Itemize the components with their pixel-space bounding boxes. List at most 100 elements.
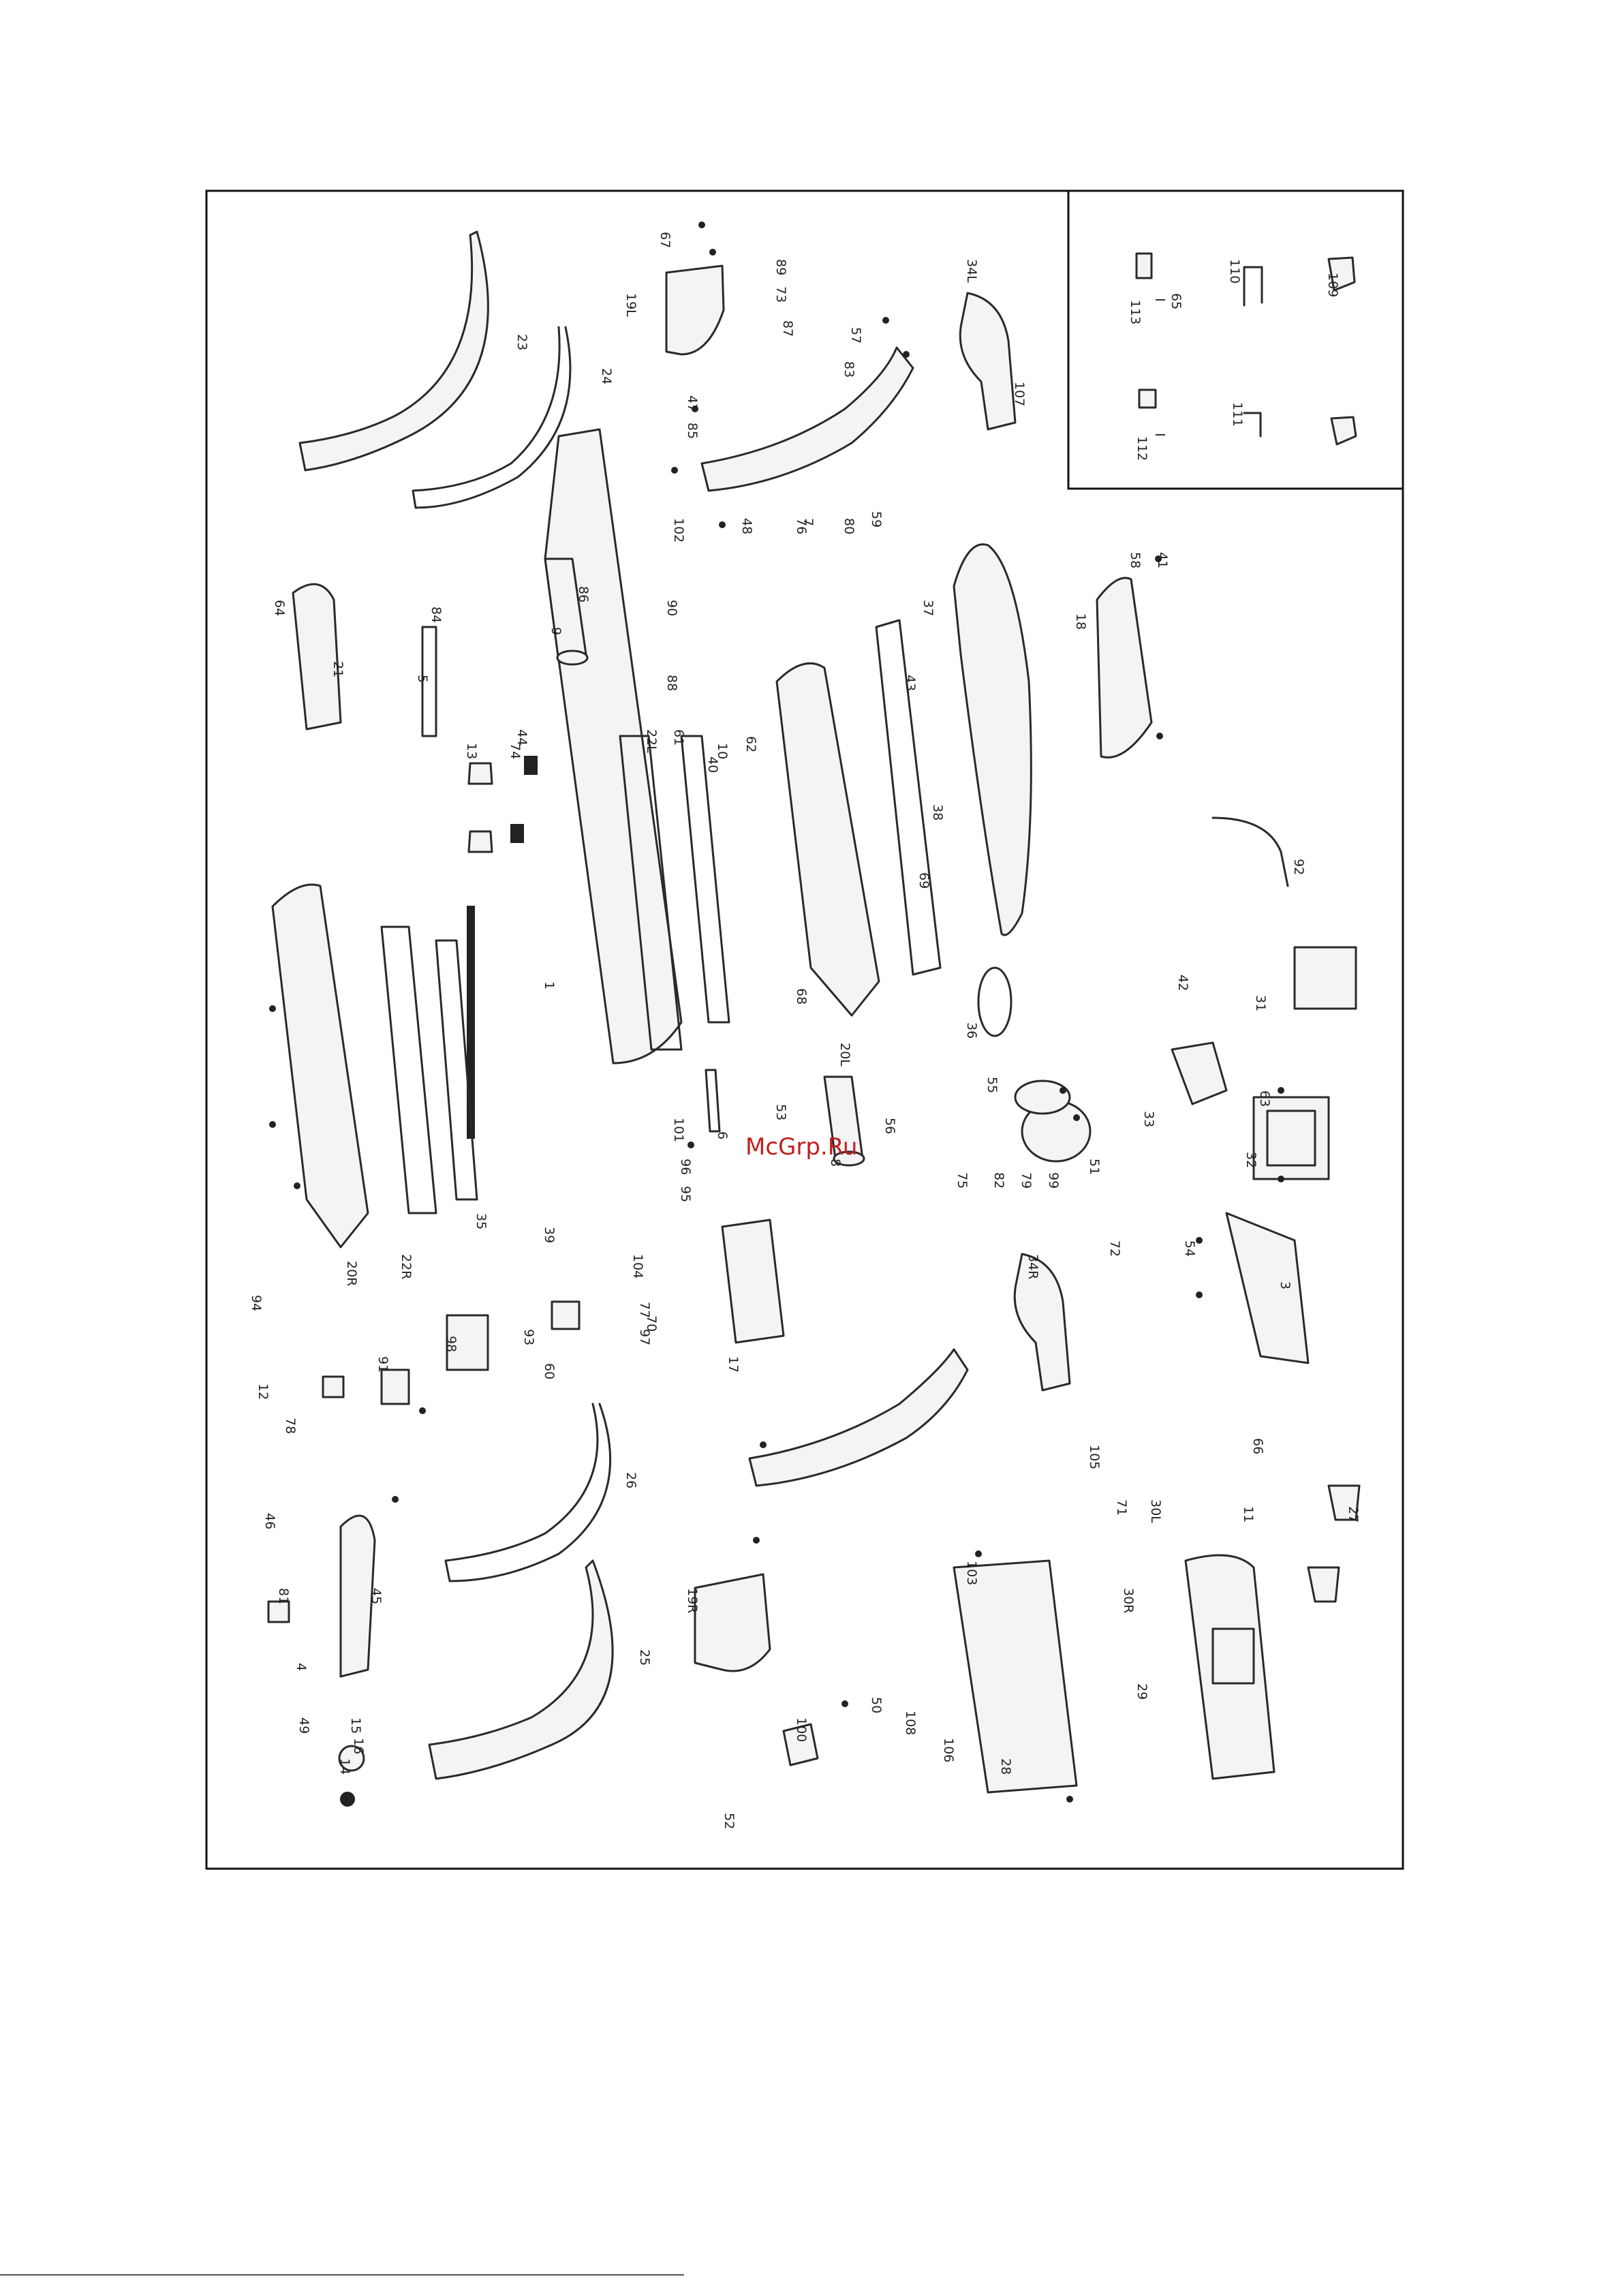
part-25-26 bbox=[428, 1403, 614, 1780]
part-label-53: 53 bbox=[773, 1104, 788, 1120]
part-label-80: 80 bbox=[841, 518, 856, 534]
slat-strips bbox=[380, 735, 730, 1214]
drawing-frame bbox=[205, 189, 1404, 1870]
part-label-99: 99 bbox=[1046, 1172, 1061, 1189]
part-label-35: 35 bbox=[474, 1213, 489, 1229]
part-label-112: 112 bbox=[1134, 436, 1149, 461]
part-38 bbox=[875, 619, 942, 976]
rollers bbox=[544, 557, 865, 1167]
part-label-73: 73 bbox=[773, 286, 788, 303]
part-label-39: 39 bbox=[542, 1227, 557, 1243]
part-label-68: 68 bbox=[794, 988, 809, 1005]
part-31-32 bbox=[1252, 946, 1357, 1180]
part-label-113: 113 bbox=[1128, 300, 1143, 324]
part-label-63: 63 bbox=[1257, 1090, 1272, 1107]
part-label-58: 58 bbox=[1128, 552, 1143, 568]
part-label-103: 103 bbox=[964, 1561, 979, 1585]
part-37 bbox=[953, 543, 1032, 936]
part-label-17: 17 bbox=[726, 1356, 741, 1373]
part-label-75: 75 bbox=[955, 1172, 970, 1189]
part-33 bbox=[1171, 1041, 1228, 1105]
part-label-18: 18 bbox=[1073, 613, 1088, 630]
part-6 bbox=[705, 1069, 721, 1133]
part-label-50: 50 bbox=[869, 1697, 884, 1713]
part-label-84: 84 bbox=[429, 607, 444, 623]
part-2R bbox=[748, 1348, 969, 1487]
part-label-32: 32 bbox=[1243, 1152, 1258, 1168]
part-label-100: 100 bbox=[794, 1717, 809, 1742]
part-label-86: 86 bbox=[576, 586, 591, 602]
part-label-38: 38 bbox=[930, 804, 945, 821]
part-label-97: 97 bbox=[637, 1329, 652, 1345]
part-label-30R: 30R bbox=[1121, 1588, 1136, 1613]
part-18 bbox=[1096, 577, 1153, 759]
part-label-57: 57 bbox=[848, 327, 863, 343]
part-label-74: 74 bbox=[508, 743, 523, 759]
part-label-102: 102 bbox=[671, 518, 686, 542]
part-label-13: 13 bbox=[464, 743, 479, 759]
part-3 bbox=[1225, 1212, 1310, 1364]
part-label-78: 78 bbox=[283, 1418, 298, 1434]
part-20R bbox=[271, 883, 369, 1249]
part-label-19R: 19R bbox=[685, 1588, 700, 1613]
part-27 bbox=[1307, 1484, 1361, 1603]
part-label-43: 43 bbox=[903, 675, 918, 691]
part-label-62: 62 bbox=[743, 736, 758, 752]
part-label-19L: 19L bbox=[623, 293, 638, 317]
part-label-60: 60 bbox=[542, 1363, 557, 1379]
bolts bbox=[269, 221, 1284, 1803]
part-99 bbox=[1014, 1080, 1092, 1163]
part-label-27: 27 bbox=[1346, 1506, 1361, 1522]
part-13 bbox=[467, 756, 538, 853]
part-label-48: 48 bbox=[739, 518, 754, 534]
part-label-107: 107 bbox=[1012, 382, 1027, 406]
part-label-45: 45 bbox=[369, 1588, 384, 1604]
part-label-9: 9 bbox=[548, 627, 563, 635]
part-label-8: 8 bbox=[828, 1159, 843, 1167]
part-label-51: 51 bbox=[1087, 1159, 1102, 1175]
part-label-83: 83 bbox=[841, 361, 856, 378]
part-label-23: 23 bbox=[514, 334, 529, 350]
part-label-85: 85 bbox=[685, 423, 700, 439]
part-label-34R: 34R bbox=[1025, 1254, 1040, 1279]
part-label-56: 56 bbox=[882, 1118, 897, 1134]
part-label-20R: 20R bbox=[344, 1261, 359, 1286]
part-label-37: 37 bbox=[921, 600, 936, 616]
part-label-92: 92 bbox=[1291, 859, 1306, 875]
part-label-22R: 22R bbox=[399, 1254, 414, 1279]
part-label-24: 24 bbox=[599, 368, 614, 384]
part-12 bbox=[267, 1375, 345, 1623]
console-28-29 bbox=[953, 1554, 1276, 1794]
part-label-81: 81 bbox=[276, 1588, 291, 1604]
part-label-70: 70 bbox=[644, 1315, 659, 1332]
part-label-40: 40 bbox=[705, 756, 720, 773]
part-4-14 bbox=[338, 1514, 376, 1807]
inset-parts bbox=[1135, 252, 1357, 446]
watermark: McGrp.Ru bbox=[745, 1133, 857, 1161]
small-boxes bbox=[380, 1300, 581, 1405]
part-label-77: 77 bbox=[637, 1302, 652, 1318]
part-label-28: 28 bbox=[998, 1758, 1013, 1775]
part-label-1: 1 bbox=[542, 981, 557, 990]
part-label-61: 61 bbox=[671, 729, 686, 746]
part-label-6: 6 bbox=[715, 1131, 730, 1139]
part-label-4: 4 bbox=[294, 1663, 309, 1671]
part-2L bbox=[700, 346, 914, 492]
part-34R bbox=[1013, 1253, 1071, 1392]
part-label-79: 79 bbox=[1019, 1172, 1034, 1189]
part-label-15: 15 bbox=[348, 1717, 363, 1734]
part-label-101: 101 bbox=[671, 1118, 686, 1142]
part-1 bbox=[544, 428, 683, 1065]
part-label-33: 33 bbox=[1141, 1111, 1156, 1127]
part-label-93: 93 bbox=[521, 1329, 536, 1345]
part-label-11: 11 bbox=[1241, 1506, 1256, 1522]
part-label-49: 49 bbox=[296, 1717, 311, 1734]
part-label-66: 66 bbox=[1250, 1438, 1265, 1454]
part-label-25: 25 bbox=[637, 1649, 652, 1666]
part-label-82: 82 bbox=[991, 1172, 1006, 1189]
part-label-89: 89 bbox=[773, 259, 788, 275]
part-label-31: 31 bbox=[1253, 995, 1268, 1011]
part-label-105: 105 bbox=[1087, 1445, 1102, 1469]
part-label-47: 47 bbox=[685, 395, 700, 412]
part-labels: 1345678910111213141516171819L19R20L20R21… bbox=[249, 232, 1361, 1829]
